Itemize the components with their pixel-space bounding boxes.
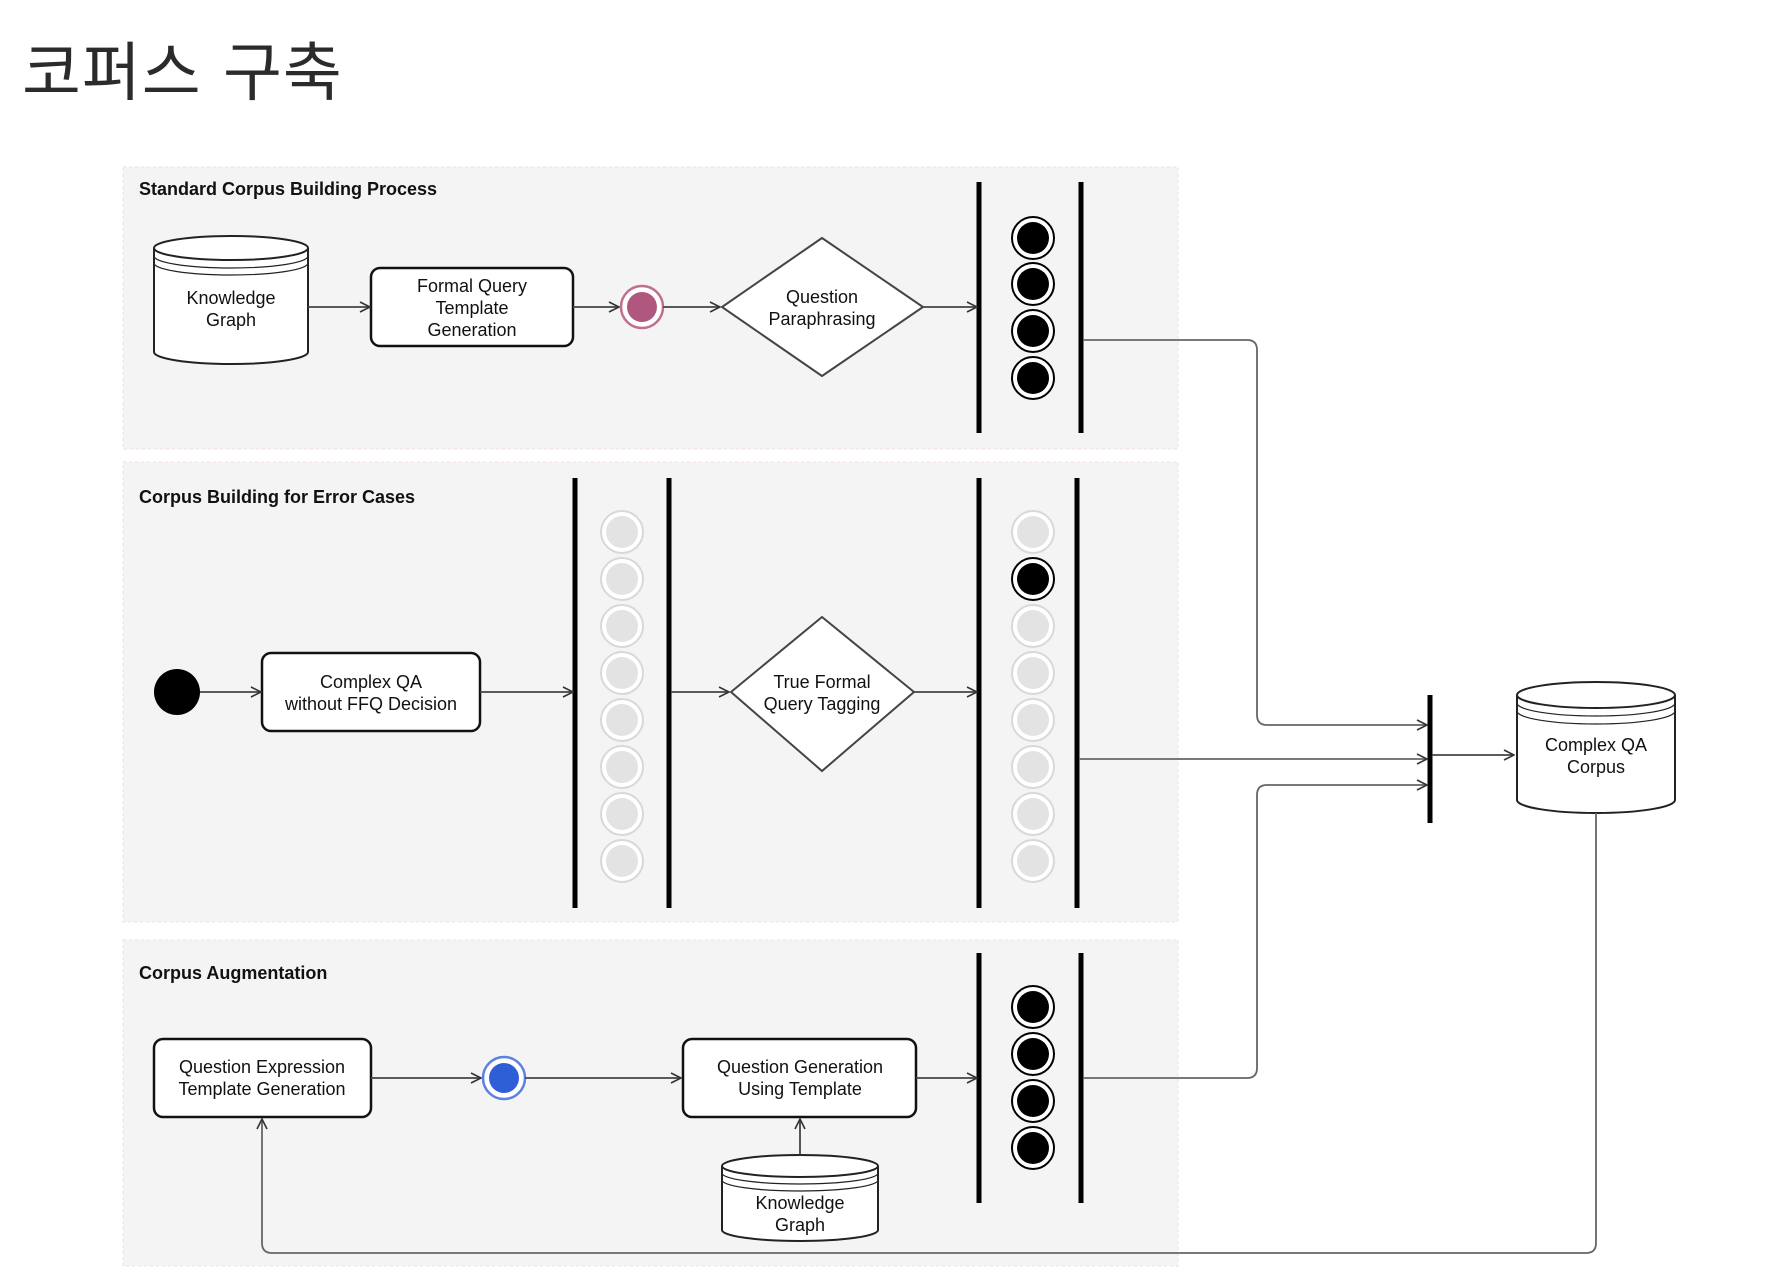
token-inactive xyxy=(1011,510,1055,554)
token-active xyxy=(1011,557,1055,601)
token-inactive xyxy=(1011,604,1055,648)
token-inactive xyxy=(1011,792,1055,836)
true-formal-line2: Query Tagging xyxy=(764,694,881,714)
token-inactive xyxy=(600,651,644,695)
complex-qa-no-ffq-line1: Complex QA xyxy=(320,672,422,692)
question-expression-line2: Template Generation xyxy=(178,1079,345,1099)
knowledge-graph-top-line2: Graph xyxy=(206,310,256,330)
knowledge-graph-bottom-line2: Graph xyxy=(775,1215,825,1235)
question-generation-line1: Question Generation xyxy=(717,1057,883,1077)
knowledge-graph-bottom: Knowledge Graph xyxy=(721,1154,879,1242)
connector-augmentation-to-join xyxy=(1083,785,1427,1079)
connector-standard-to-join xyxy=(1083,339,1427,725)
token-active xyxy=(1011,216,1055,260)
pink-merge-marker-icon xyxy=(619,284,665,330)
token-active xyxy=(1011,1079,1055,1123)
formal-query-template-node: Formal Query Template Generation xyxy=(369,266,575,348)
question-paraphrasing-decision: Question Paraphrasing xyxy=(720,236,925,378)
token-inactive xyxy=(600,698,644,742)
question-expression-line1: Question Expression xyxy=(179,1057,345,1077)
blue-merge-marker-icon xyxy=(481,1055,527,1101)
question-paraphrasing-line2: Paraphrasing xyxy=(768,309,875,329)
lane-standard-title: Standard Corpus Building Process xyxy=(139,179,437,199)
token-group-error-right xyxy=(1011,510,1055,883)
token-group-augmentation xyxy=(1011,985,1055,1170)
knowledge-graph-bottom-line1: Knowledge xyxy=(755,1193,844,1213)
question-expression-template-node: Question Expression Template Generation xyxy=(152,1037,373,1119)
token-inactive xyxy=(600,839,644,883)
token-inactive xyxy=(1011,698,1055,742)
token-inactive xyxy=(600,557,644,601)
formal-query-line3: Generation xyxy=(427,320,516,340)
lane-augmentation-title: Corpus Augmentation xyxy=(139,963,327,983)
true-formal-line1: True Formal xyxy=(773,672,870,692)
knowledge-graph-top: Knowledge Graph xyxy=(153,235,309,365)
token-group-standard xyxy=(1011,216,1055,400)
lane-error-title: Corpus Building for Error Cases xyxy=(139,487,415,507)
knowledge-graph-top-line1: Knowledge xyxy=(186,288,275,308)
formal-query-line1: Formal Query xyxy=(417,276,527,296)
question-paraphrasing-line1: Question xyxy=(786,287,858,307)
question-generation-node: Question Generation Using Template xyxy=(681,1037,918,1119)
token-active xyxy=(1011,1032,1055,1076)
token-active xyxy=(1011,985,1055,1029)
complex-qa-corpus-line1: Complex QA xyxy=(1545,735,1647,755)
token-group-error-left xyxy=(600,510,644,883)
formal-query-line2: Template xyxy=(435,298,508,318)
token-inactive xyxy=(1011,839,1055,883)
token-inactive xyxy=(600,604,644,648)
complex-qa-corpus-line2: Corpus xyxy=(1567,757,1625,777)
token-inactive xyxy=(600,510,644,554)
token-inactive xyxy=(600,745,644,789)
token-active xyxy=(1011,262,1055,306)
token-active xyxy=(1011,356,1055,400)
token-active xyxy=(1011,1126,1055,1170)
page-title: 코퍼스 구축 xyxy=(22,37,343,111)
connector-corpus-feedback xyxy=(262,813,1597,1254)
token-inactive xyxy=(600,792,644,836)
token-active xyxy=(1011,309,1055,353)
question-generation-line2: Using Template xyxy=(738,1079,862,1099)
start-node-icon xyxy=(154,669,200,715)
token-inactive xyxy=(1011,745,1055,789)
token-inactive xyxy=(1011,651,1055,695)
complex-qa-no-ffq-line2: without FFQ Decision xyxy=(284,694,457,714)
complex-qa-without-ffq-node: Complex QA without FFQ Decision xyxy=(260,651,482,733)
true-formal-query-tagging-decision: True Formal Query Tagging xyxy=(729,615,916,773)
complex-qa-corpus: Complex QA Corpus xyxy=(1516,681,1676,814)
